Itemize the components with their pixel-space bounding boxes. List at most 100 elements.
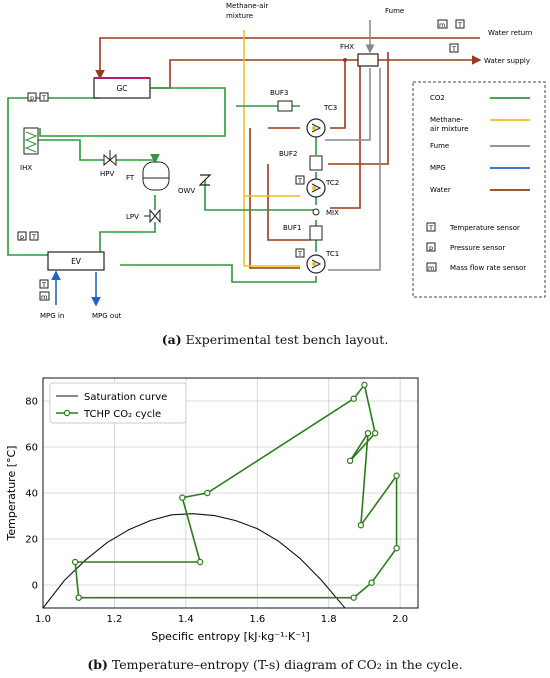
- x-tick-label: 1.6: [249, 614, 265, 625]
- cycle-point: [75, 594, 82, 601]
- sensor-legend: T Temperature sensor p Pressure sensor m…: [426, 222, 526, 272]
- owv-label: OWV: [178, 187, 195, 195]
- chart-legend-label: TCHP CO₂ cycle: [83, 409, 161, 420]
- test-bench-layout-diagram: GC IHX HPV FT OWV LPV EV p T: [7, 2, 546, 320]
- figure-b-caption-text: Temperature–entropy (T-s) diagram of CO₂…: [111, 657, 463, 672]
- methane-air-line: [243, 30, 300, 267]
- temperature-sensor-symbol: T: [451, 45, 456, 53]
- y-tick-label: 0: [32, 581, 38, 592]
- temperature-sensor-symbol: T: [41, 281, 46, 289]
- cycle-point: [361, 381, 368, 389]
- fhx-label: FHX: [340, 43, 354, 51]
- temperature-sensor-symbol: T: [297, 250, 302, 258]
- mpg-in-label: MPG in: [40, 312, 64, 320]
- sensor-legend-label: Mass flow rate sensor: [450, 264, 526, 272]
- water-supply-label: Water supply: [484, 57, 530, 65]
- x-tick-label: 2.0: [392, 614, 408, 625]
- sensor-group-gc: p T: [27, 92, 49, 102]
- sensor-group-water: m T T: [437, 19, 465, 53]
- compressor-tc3: TC3: [306, 104, 337, 138]
- x-tick-label: 1.4: [178, 614, 194, 625]
- cycle-point: [364, 430, 372, 437]
- compressor-tc2: TC2 T: [295, 175, 339, 198]
- legend-label: Water: [430, 186, 451, 194]
- hpv-label: HPV: [100, 170, 114, 178]
- y-tick-label: 80: [25, 397, 38, 408]
- sensor-group-ev: p T T m: [17, 231, 50, 301]
- tc1-label: TC1: [325, 250, 339, 258]
- one-way-valve: OWV: [178, 174, 212, 195]
- mixer: MIX: [312, 208, 339, 217]
- y-axis-label: Temperature [°C]: [5, 446, 18, 542]
- buf3-label: BUF3: [270, 89, 288, 97]
- compressor-tc1: TC1 T: [295, 248, 339, 274]
- mpg-lines: [51, 270, 101, 307]
- methane-air-label-line2: mixture: [226, 12, 253, 20]
- buffer-3: BUF3: [270, 89, 293, 112]
- cycle-line: [74, 383, 398, 599]
- sensor-legend-symbol: m: [428, 264, 434, 272]
- figure-a-caption-tag: (a): [161, 332, 182, 347]
- sensor-legend-symbol: T: [428, 224, 433, 232]
- legend-label: Fume: [430, 142, 449, 150]
- cycle-point: [350, 395, 357, 402]
- internal-heat-exchanger: IHX: [20, 127, 39, 172]
- temperature-sensor-symbol: T: [41, 94, 46, 102]
- evaporator: EV: [47, 251, 105, 271]
- tc2-label: TC2: [325, 179, 339, 187]
- y-tick-label: 60: [25, 443, 38, 454]
- tc3-label: TC3: [323, 104, 337, 112]
- ev-label: EV: [71, 257, 82, 266]
- legend-label: MPG: [430, 164, 446, 172]
- temperature-sensor-symbol: T: [297, 177, 302, 185]
- plot-frame: [42, 377, 419, 609]
- cycle-point: [346, 457, 354, 465]
- chart-legend-label: Saturation curve: [84, 392, 167, 403]
- buffer-2: BUF2: [279, 150, 323, 171]
- x-tick-label: 1.8: [321, 614, 337, 625]
- cycle-point: [204, 489, 211, 497]
- cycle-point: [357, 521, 365, 529]
- cycle-point: [368, 579, 375, 586]
- mass-flow-sensor-symbol: m: [41, 293, 47, 301]
- sensor-legend-symbol: p: [429, 244, 433, 252]
- buffer-1: BUF1: [283, 224, 323, 241]
- cycle-point: [393, 544, 400, 552]
- legend-label: Methane-: [430, 116, 464, 124]
- sensor-legend-label: Pressure sensor: [450, 244, 505, 252]
- buf2-label: BUF2: [279, 150, 297, 158]
- fume-heat-exchanger: FHX: [340, 43, 379, 67]
- cycle-point: [393, 472, 400, 479]
- x-axis-label: Specific entropy [kJ·kg⁻¹·K⁻¹]: [151, 630, 310, 643]
- temperature-sensor-symbol: T: [31, 233, 36, 241]
- legend-label: air mixture: [430, 125, 468, 133]
- y-tick-label: 20: [25, 535, 38, 546]
- water-return-label: Water return: [488, 29, 532, 37]
- cycle-point: [371, 430, 379, 437]
- gas-cooler: GC: [93, 77, 151, 99]
- temperature-sensor-symbol: T: [457, 21, 462, 29]
- high-pressure-valve: HPV: [100, 150, 117, 178]
- figure-a-caption: (a) Experimental test bench layout.: [0, 332, 550, 347]
- low-pressure-valve: LPV: [126, 208, 161, 224]
- pressure-sensor-symbol: p: [30, 94, 34, 102]
- flash-tank: FT: [126, 161, 170, 191]
- lpv-label: LPV: [126, 213, 139, 221]
- cycle-point: [179, 494, 186, 501]
- methane-air-label-line1: Methane-air: [226, 2, 268, 10]
- x-tick-label: 1.0: [35, 614, 51, 625]
- figure-a-caption-text: Experimental test bench layout.: [185, 332, 389, 347]
- ihx-label: IHX: [20, 164, 32, 172]
- fume-label: Fume: [385, 7, 404, 15]
- fume-lines: [325, 20, 381, 271]
- cycle-point: [71, 558, 79, 566]
- figure-b-caption: (b) Temperature–entropy (T-s) diagram of…: [0, 657, 550, 672]
- mpg-out-label: MPG out: [92, 312, 122, 320]
- saturation-curve-line: [43, 513, 346, 608]
- x-tick-label: 1.2: [106, 614, 122, 625]
- sensor-legend-label: Temperature sensor: [449, 224, 520, 232]
- cycle-point: [196, 558, 204, 566]
